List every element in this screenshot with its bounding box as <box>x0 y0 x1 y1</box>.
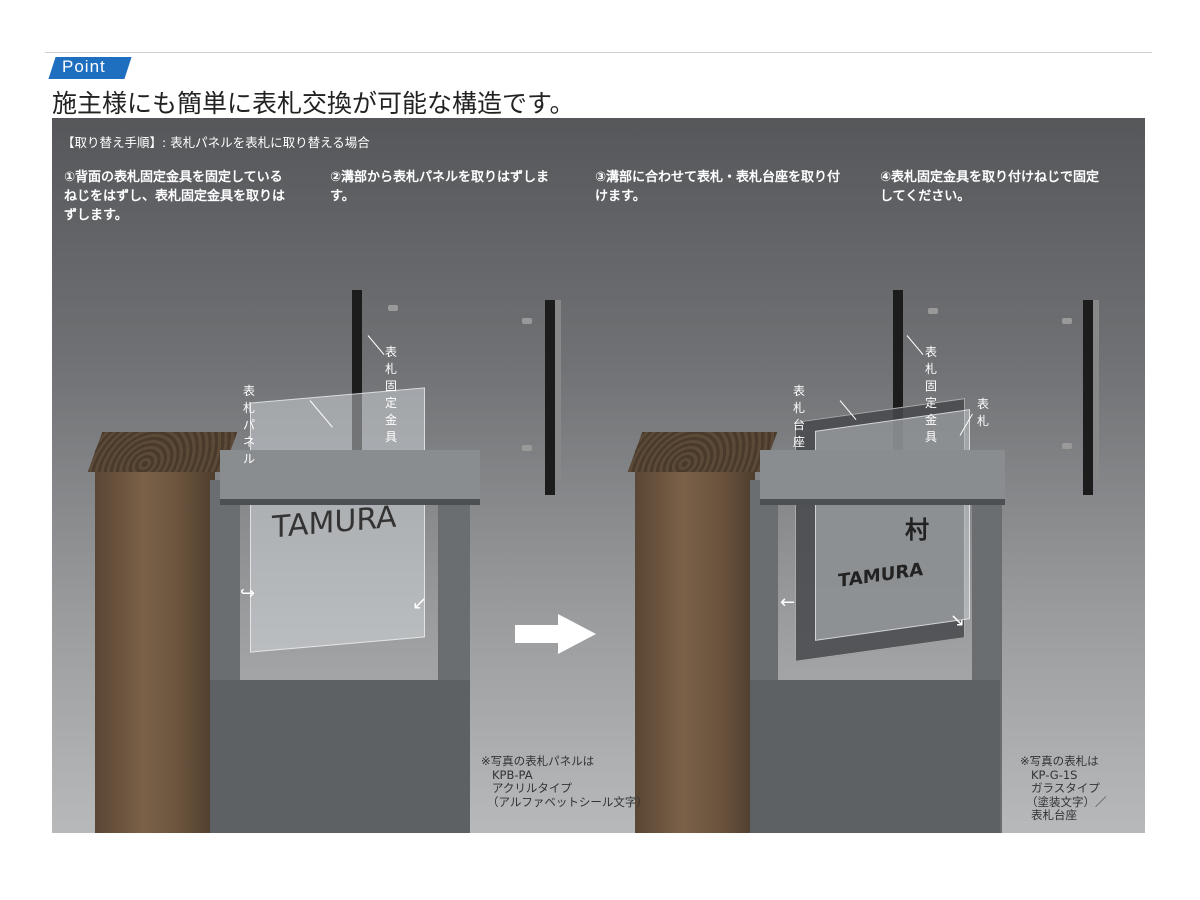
step-2: ②溝部から表札パネルを取りはずします。 <box>330 170 550 204</box>
wood-post-top <box>627 432 778 472</box>
wood-post <box>95 450 215 833</box>
screw-icon <box>388 305 398 311</box>
note-line: アクリルタイプ <box>492 781 572 795</box>
glass-nameplate <box>815 409 970 641</box>
bracket-bar <box>352 290 362 460</box>
note-line: （アルファベットシール文字） <box>487 794 648 809</box>
note-line: KP-G-1S <box>1031 767 1078 782</box>
screw-icon <box>522 318 532 324</box>
step-1: ①背面の表札固定金具を固定しているねじをはずし、表札固定金具を取りはずします。 <box>64 170 286 223</box>
note-line: KPB-PA <box>492 767 533 782</box>
arrow-icon: ↪ <box>240 583 256 604</box>
label-bracket: 表札固定金具 <box>385 345 398 444</box>
divider-line <box>45 52 1152 53</box>
note-left: ※写真の表札パネルは KPB-PA アクリルタイプ （アルファベットシール文字） <box>481 754 648 809</box>
bracket-edge <box>1093 300 1099 480</box>
label-base: 表札台座 <box>793 384 806 449</box>
screw-icon <box>1062 443 1072 449</box>
bracket-removed <box>545 300 555 495</box>
screw-icon <box>928 308 938 314</box>
point-badge-label: Point <box>62 57 106 76</box>
next-arrow-icon <box>558 614 596 654</box>
bracket-edge <box>555 300 561 480</box>
note-line: （塗装文字）／ <box>1026 794 1107 809</box>
bracket-attach <box>1083 300 1093 495</box>
plate-kanji: 村 <box>905 516 929 544</box>
step-4: ④表札固定金具を取り付けねじで固定してください。 <box>880 170 1100 204</box>
next-arrow-shaft <box>515 625 560 643</box>
screw-icon <box>522 445 532 451</box>
step-3: ③溝部に合わせて表札・表札台座を取り付けます。 <box>595 170 841 204</box>
wood-post <box>635 450 755 833</box>
frame-top-cap <box>760 450 1005 505</box>
wood-post-top <box>87 432 238 472</box>
label-bracket: 表札固定金具 <box>925 345 938 444</box>
headline: 施主様にも簡単に表札交換が可能な構造です。 <box>52 89 575 118</box>
arrow-icon: ↙ <box>412 593 428 614</box>
bracket-bar <box>893 290 903 460</box>
arrow-icon: ↘ <box>950 610 966 631</box>
frame-lower-box <box>750 680 1000 833</box>
procedure-title: 【取り替え手順】: 表札パネルを表札に取り替える場合 <box>62 135 370 150</box>
note-line: 表札台座 <box>1031 808 1077 822</box>
note-line: ※写真の表札パネルは <box>481 754 595 768</box>
label-panel: 表札パネル <box>243 384 256 466</box>
screw-icon <box>1062 318 1072 324</box>
frame-top-cap <box>220 450 480 505</box>
arrow-icon: ← <box>780 592 796 613</box>
label-nameplate: 表札 <box>977 397 990 428</box>
note-right: ※写真の表札は KP-G-1S ガラスタイプ （塗装文字）／ 表札台座 <box>1020 754 1107 823</box>
note-line: ※写真の表札は <box>1020 754 1099 768</box>
frame-lower-box <box>210 680 470 833</box>
note-line: ガラスタイプ <box>1031 781 1100 795</box>
